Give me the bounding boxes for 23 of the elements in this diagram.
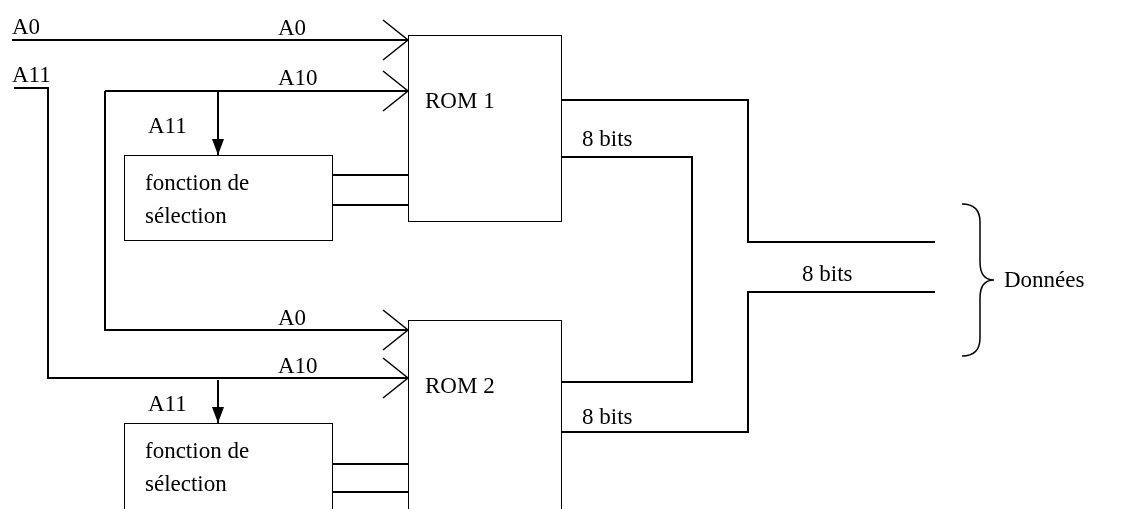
block-label: ROM 2 — [425, 373, 495, 399]
block-label: fonction de sélection — [145, 169, 251, 231]
signal-name: A0 — [12, 14, 48, 40]
rom-block — [408, 35, 562, 222]
block-label: fonction de sélection — [145, 437, 251, 499]
arrow — [104, 70, 409, 112]
arrow — [13, 87, 409, 399]
wire — [332, 491, 409, 493]
wire — [332, 174, 409, 176]
wire — [561, 291, 936, 433]
block-label: ROM 1 — [425, 88, 495, 114]
arrow — [212, 379, 224, 424]
signal-name: A11 — [12, 62, 56, 88]
rom-block — [408, 320, 562, 509]
wire — [332, 463, 409, 465]
arrow — [11, 19, 409, 61]
function-block — [124, 155, 333, 241]
wire — [561, 99, 936, 243]
function-block — [124, 423, 333, 509]
wire — [332, 204, 409, 206]
arrow — [212, 90, 224, 156]
arrow — [104, 90, 409, 351]
wire — [561, 156, 693, 383]
